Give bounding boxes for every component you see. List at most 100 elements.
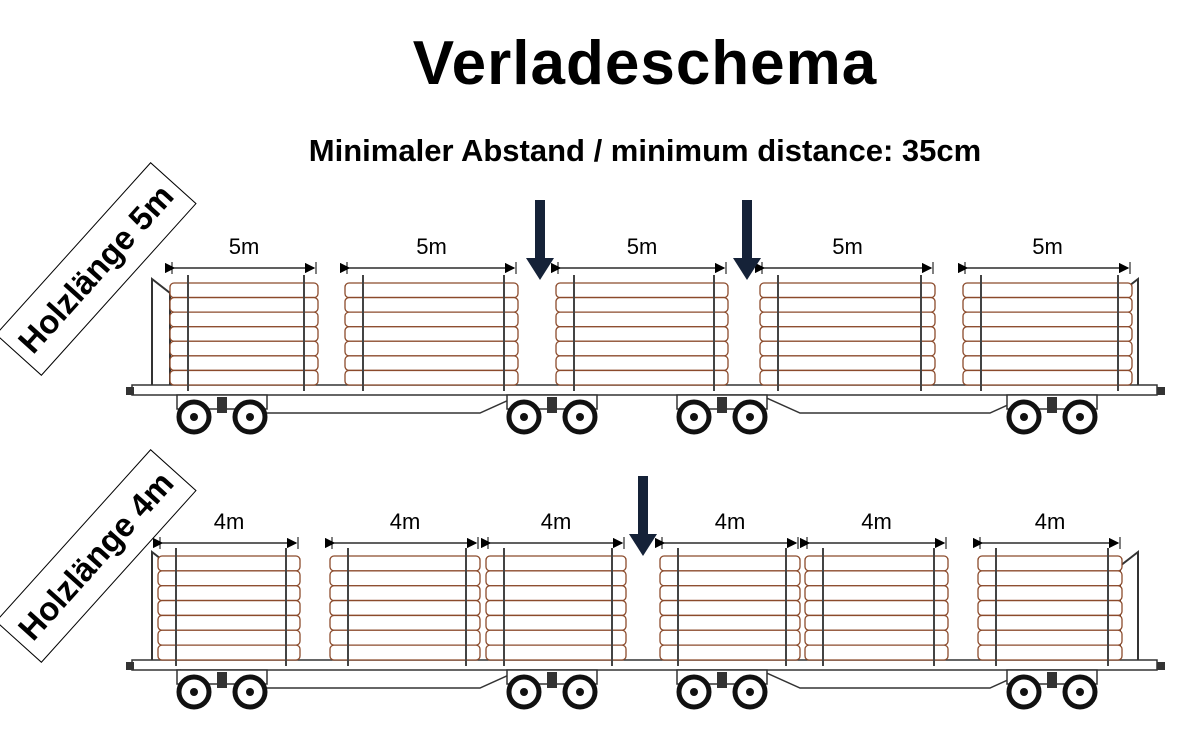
- log: [977, 644, 1123, 661]
- log-stack: [169, 275, 319, 391]
- bogie: [1006, 394, 1098, 435]
- log-stack: [555, 275, 729, 391]
- log: [485, 644, 627, 661]
- log: [804, 585, 949, 602]
- log: [169, 311, 319, 328]
- log: [659, 599, 801, 617]
- gap-arrow: [526, 200, 554, 280]
- log: [555, 311, 729, 328]
- log: [329, 555, 481, 572]
- log-stack: [759, 275, 936, 391]
- log: [659, 629, 801, 646]
- log: [157, 570, 301, 587]
- log: [485, 629, 627, 646]
- log: [169, 340, 319, 357]
- gap-arrow: [733, 200, 761, 280]
- log: [344, 369, 519, 386]
- log: [329, 570, 481, 587]
- log: [759, 311, 936, 328]
- log: [804, 614, 949, 631]
- log: [977, 555, 1123, 572]
- log: [962, 311, 1133, 328]
- log: [157, 555, 301, 572]
- diagram-title: Verladeschema: [412, 29, 878, 98]
- log: [977, 570, 1123, 587]
- log: [759, 369, 936, 386]
- bogie: [506, 669, 598, 710]
- bogie: [676, 669, 768, 710]
- log: [157, 585, 301, 602]
- log: [759, 296, 936, 313]
- log: [977, 629, 1123, 646]
- log: [977, 599, 1123, 617]
- log: [555, 340, 729, 357]
- log: [169, 296, 319, 313]
- log-stack: [804, 548, 949, 666]
- log-stack: [659, 548, 801, 666]
- log: [157, 644, 301, 661]
- segment-length-label: 4m: [715, 509, 746, 534]
- log: [759, 340, 936, 357]
- log: [169, 355, 319, 372]
- gap-arrow: [629, 476, 657, 556]
- log: [344, 296, 519, 313]
- log-stack: [157, 548, 301, 666]
- log: [759, 326, 936, 342]
- log: [344, 340, 519, 357]
- log: [485, 614, 627, 631]
- log: [962, 369, 1133, 386]
- segment-length-label: 4m: [390, 509, 421, 534]
- segment-length-label: 5m: [832, 234, 863, 259]
- log: [485, 555, 627, 572]
- log: [659, 585, 801, 602]
- minimum-distance-note: Minimaler Abstand / minimum distance: 35…: [308, 133, 982, 168]
- segment-length-label: 4m: [1035, 509, 1066, 534]
- log: [344, 355, 519, 372]
- log: [329, 599, 481, 617]
- log: [329, 614, 481, 631]
- log: [329, 629, 481, 646]
- bogie: [176, 669, 268, 710]
- log: [804, 629, 949, 646]
- bogie: [506, 394, 598, 435]
- log: [344, 311, 519, 328]
- log: [344, 282, 519, 299]
- log-stack: [329, 548, 481, 666]
- log: [759, 282, 936, 299]
- log: [962, 282, 1133, 299]
- log-stack: [977, 548, 1123, 666]
- log: [977, 614, 1123, 631]
- log: [804, 570, 949, 587]
- row-4m: A4m4m4m4m4m4m: [126, 476, 1165, 710]
- log: [555, 282, 729, 299]
- segment-length-label: 5m: [416, 234, 447, 259]
- log: [485, 599, 627, 617]
- log: [169, 369, 319, 386]
- bogie: [176, 394, 268, 435]
- log: [659, 644, 801, 661]
- log: [962, 340, 1133, 357]
- log: [962, 355, 1133, 372]
- segment-length-label: 4m: [541, 509, 572, 534]
- log: [804, 599, 949, 617]
- log-stack: [962, 275, 1133, 391]
- log: [659, 570, 801, 587]
- log: [157, 629, 301, 646]
- log: [555, 326, 729, 342]
- segment-length-label: 4m: [214, 509, 245, 534]
- log: [157, 599, 301, 617]
- log: [962, 326, 1133, 342]
- segment-length-label: 5m: [627, 234, 658, 259]
- segment-length-label: 5m: [1032, 234, 1063, 259]
- log-stack: [344, 275, 519, 391]
- log: [659, 614, 801, 631]
- log: [329, 644, 481, 661]
- segment-length-label: 5m: [229, 234, 260, 259]
- log: [169, 326, 319, 342]
- log: [169, 282, 319, 299]
- log: [804, 555, 949, 572]
- log: [977, 585, 1123, 602]
- log: [555, 296, 729, 313]
- log: [485, 585, 627, 602]
